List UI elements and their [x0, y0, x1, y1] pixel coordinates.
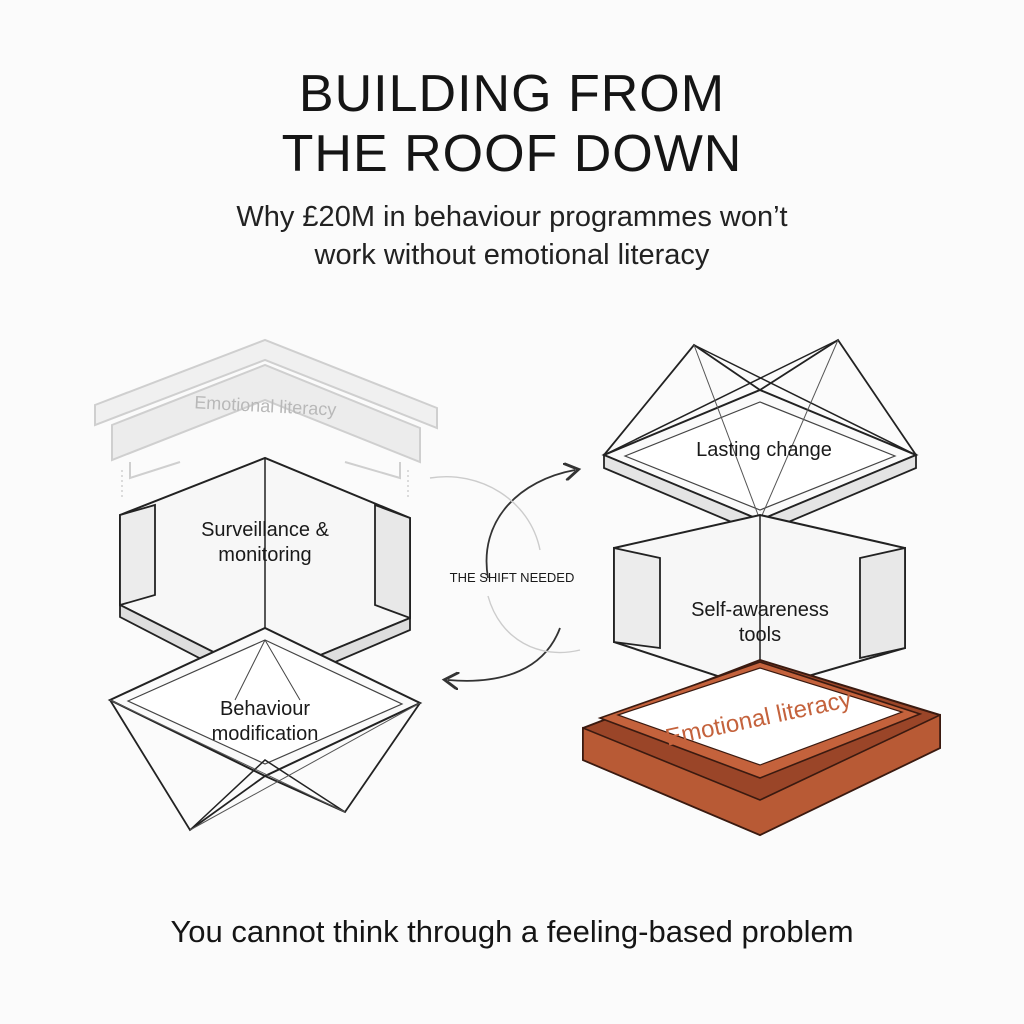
right-middle-label-line-1: Self-awareness	[691, 599, 829, 621]
footer-statement: You cannot think through a feeling-based…	[170, 914, 854, 949]
page-subtitle: Why £20M in behaviour programmes won’t w…	[0, 198, 1024, 274]
title-line-2: THE ROOF DOWN	[281, 125, 743, 183]
shift-label: THE SHIFT NEEDED	[450, 570, 575, 585]
right-middle-label-line-2: tools	[739, 624, 781, 646]
page-title: BUILDING FROM THE ROOF DOWN	[0, 64, 1024, 184]
right-roof: Lasting change	[601, 338, 919, 535]
left-inverted-pyramid: Behaviour modification	[107, 626, 423, 832]
shift-arrow-top	[485, 470, 575, 579]
left-faded-roof: Emotional literacy	[94, 338, 438, 500]
right-roof-label: Lasting change	[696, 439, 832, 461]
left-base-label-line-2: modification	[212, 723, 319, 745]
subtitle-line-1: Why £20M in behaviour programmes won’t	[236, 201, 788, 233]
title-line-1: BUILDING FROM	[298, 65, 726, 123]
shift-cycle: THE SHIFT NEEDED	[429, 470, 580, 681]
left-middle-label-line-1: Surveillance &	[201, 519, 330, 541]
left-base-label-line-1: Behaviour	[220, 698, 310, 720]
left-middle-label-line-2: monitoring	[218, 544, 311, 566]
shift-arrow-bottom	[448, 627, 561, 681]
left-middle-block: Surveillance & monitoring	[119, 456, 411, 693]
subtitle-line-2: work without emotional literacy	[314, 239, 710, 271]
right-foundation: Emotional literacy	[582, 658, 941, 837]
right-middle-block: Self-awareness tools	[613, 513, 906, 692]
